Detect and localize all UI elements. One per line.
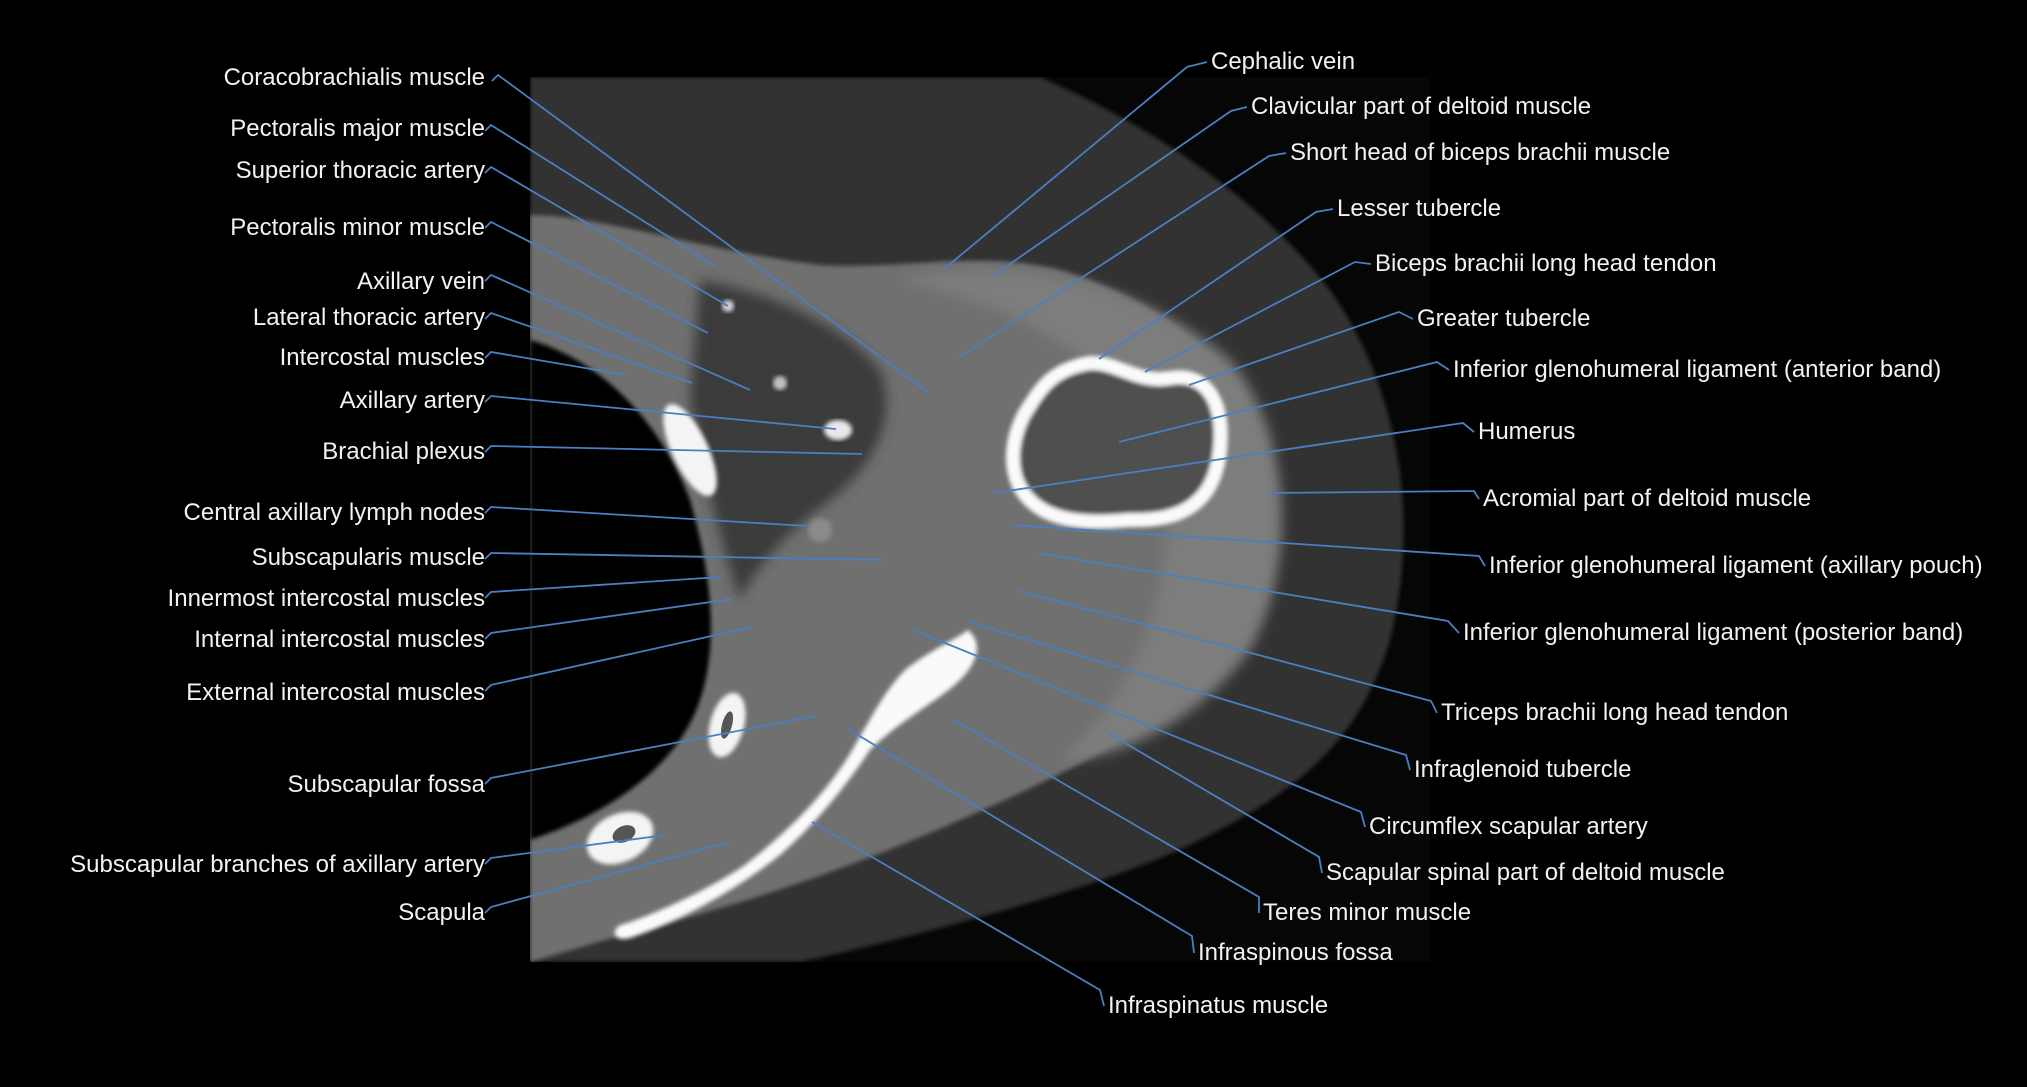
- label-clavicular-part-of-deltoid-muscle: Clavicular part of deltoid muscle: [1251, 93, 1592, 120]
- label-subscapular-branches-of-axillary-artery: Subscapular branches of axillary artery: [70, 851, 485, 878]
- label-superior-thoracic-artery: Superior thoracic artery: [235, 157, 485, 184]
- label-internal-intercostal-muscles: Internal intercostal muscles: [194, 626, 485, 653]
- label-inferior-glenohumeral-ligament-anterior-band: Inferior glenohumeral ligament (anterior…: [1453, 356, 1942, 383]
- label-scapular-spinal-part-of-deltoid-muscle: Scapular spinal part of deltoid muscle: [1326, 859, 1725, 886]
- label-intercostal-muscles: Intercostal muscles: [279, 344, 485, 371]
- label-lesser-tubercle: Lesser tubercle: [1337, 195, 1502, 222]
- label-innermost-intercostal-muscles: Innermost intercostal muscles: [167, 585, 485, 612]
- label-infraglenoid-tubercle: Infraglenoid tubercle: [1414, 756, 1632, 783]
- label-external-intercostal-muscles: External intercostal muscles: [186, 679, 485, 706]
- label-cephalic-vein: Cephalic vein: [1211, 48, 1356, 75]
- label-teres-minor-muscle: Teres minor muscle: [1263, 899, 1472, 926]
- humeral-head: [1005, 356, 1228, 529]
- lymph-node: [808, 518, 832, 542]
- label-central-axillary-lymph-nodes: Central axillary lymph nodes: [183, 499, 485, 526]
- label-circumflex-scapular-artery: Circumflex scapular artery: [1369, 813, 1648, 840]
- label-short-head-of-biceps-brachii-muscle: Short head of biceps brachii muscle: [1290, 139, 1671, 166]
- label-greater-tubercle: Greater tubercle: [1417, 305, 1591, 332]
- label-infraspinous-fossa: Infraspinous fossa: [1198, 939, 1393, 966]
- label-coracobrachialis-muscle: Coracobrachialis muscle: [223, 64, 485, 91]
- label-inferior-glenohumeral-ligament-posterior-band: Inferior glenohumeral ligament (posterio…: [1463, 619, 1964, 646]
- axillary-artery-blob: [824, 420, 852, 440]
- label-acromial-part-of-deltoid-muscle: Acromial part of deltoid muscle: [1483, 485, 1812, 512]
- label-lateral-thoracic-artery: Lateral thoracic artery: [252, 304, 485, 331]
- vessel-blob: [722, 300, 734, 312]
- label-pectoralis-minor-muscle: Pectoralis minor muscle: [230, 214, 485, 241]
- label-infraspinatus-muscle: Infraspinatus muscle: [1108, 992, 1329, 1019]
- label-subscapularis-muscle: Subscapularis muscle: [251, 544, 485, 571]
- vessel-blob: [773, 376, 787, 390]
- label-triceps-brachii-long-head-tendon: Triceps brachii long head tendon: [1441, 699, 1789, 726]
- label-pectoralis-major-muscle: Pectoralis major muscle: [230, 115, 485, 142]
- label-inferior-glenohumeral-ligament-axillary-pouch: Inferior glenohumeral ligament (axillary…: [1489, 552, 1983, 579]
- label-scapula: Scapula: [398, 899, 485, 926]
- label-brachial-plexus: Brachial plexus: [322, 438, 485, 465]
- label-biceps-brachii-long-head-tendon: Biceps brachii long head tendon: [1375, 250, 1717, 277]
- label-axillary-artery: Axillary artery: [339, 387, 485, 414]
- label-humerus: Humerus: [1478, 418, 1576, 445]
- scapula-bone: [614, 630, 977, 939]
- label-subscapular-fossa: Subscapular fossa: [287, 771, 485, 798]
- label-axillary-vein: Axillary vein: [356, 268, 485, 295]
